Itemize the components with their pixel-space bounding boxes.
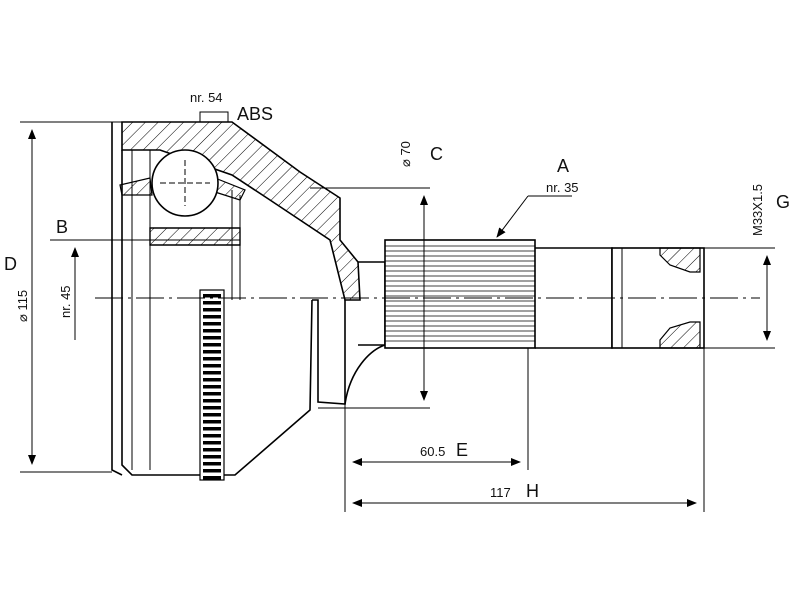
- label-dia70: ⌀ 70: [398, 141, 413, 167]
- inner-race: [119, 177, 246, 246]
- abs-tooth: [203, 329, 221, 333]
- abs-tooth: [203, 434, 221, 438]
- abs-tooth: [203, 385, 221, 389]
- label-h: H: [526, 481, 539, 501]
- abs-tooth: [203, 476, 221, 480]
- label-b: B: [56, 217, 68, 237]
- leader-a: [496, 195, 572, 238]
- abs-tooth: [203, 399, 221, 403]
- label-c: C: [430, 144, 443, 164]
- abs-tooth: [203, 308, 221, 312]
- abs-tooth: [203, 448, 221, 452]
- ball: [151, 149, 219, 217]
- label-abs: ABS: [237, 104, 273, 124]
- abs-tooth: [203, 406, 221, 410]
- abs-tab: [199, 111, 229, 122]
- abs-tooth: [203, 427, 221, 431]
- label-d: D: [4, 254, 17, 274]
- label-e-value: 60.5: [420, 444, 445, 459]
- abs-tooth: [203, 294, 221, 298]
- abs-tooth: [203, 371, 221, 375]
- abs-tooth: [203, 357, 221, 361]
- label-nr54: nr. 54: [190, 90, 223, 105]
- abs-ring: [199, 289, 225, 481]
- label-dia115: ⌀ 115: [15, 290, 30, 322]
- joint-housing: [111, 121, 386, 476]
- dimension-e: [344, 348, 529, 512]
- abs-tooth: [203, 462, 221, 466]
- abs-tooth: [203, 378, 221, 382]
- dimension-c: [310, 187, 430, 409]
- abs-tooth: [203, 336, 221, 340]
- threaded-stub: [611, 247, 705, 349]
- label-g: G: [776, 192, 790, 212]
- abs-tooth: [203, 413, 221, 417]
- label-a: A: [557, 156, 569, 176]
- abs-tooth: [203, 455, 221, 459]
- dimension-g: [704, 247, 775, 349]
- abs-tooth: [203, 469, 221, 473]
- abs-tooth: [203, 343, 221, 347]
- abs-tooth: [203, 322, 221, 326]
- dimension-nr45: [71, 239, 132, 340]
- abs-tooth: [203, 315, 221, 319]
- abs-tooth: [203, 301, 221, 305]
- abs-tooth: [203, 392, 221, 396]
- abs-tooth: [203, 441, 221, 445]
- label-thread: M33X1.5: [750, 184, 765, 236]
- label-h-value: 117: [490, 485, 511, 500]
- abs-tooth: [203, 350, 221, 354]
- dimension-d: [20, 121, 112, 473]
- splined-shaft: [358, 239, 613, 349]
- label-e: E: [456, 440, 468, 460]
- label-nr35: nr. 35: [546, 180, 579, 195]
- dimension-h: [352, 348, 705, 512]
- abs-tooth: [203, 420, 221, 424]
- abs-tooth: [203, 364, 221, 368]
- label-nr45: nr. 45: [58, 285, 73, 318]
